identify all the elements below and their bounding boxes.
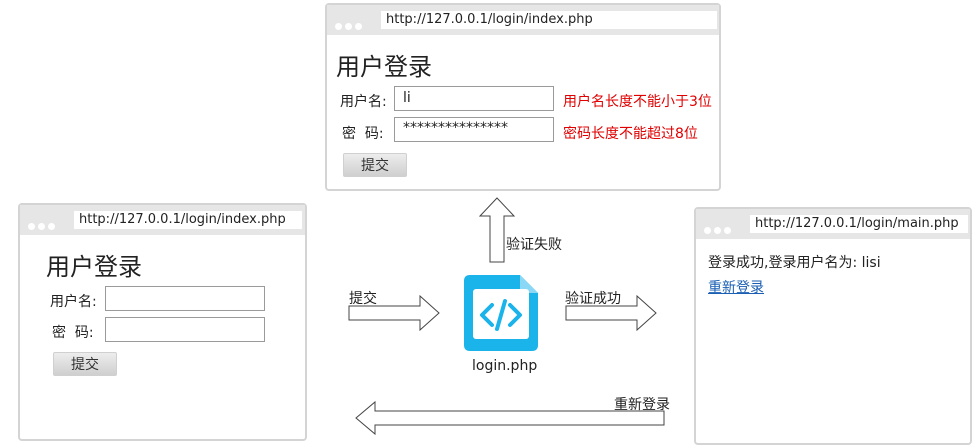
- browser-titlebar: http://127.0.0.1/login/index.php: [327, 5, 719, 35]
- fail-arrow-label: 验证失败: [506, 237, 562, 253]
- relogin-link[interactable]: 重新登录: [708, 280, 764, 296]
- username-label: 用户名:: [340, 94, 387, 110]
- window-controls-icon: [28, 215, 58, 234]
- password-label: 密 码:: [342, 126, 384, 142]
- submit-button[interactable]: 提交: [53, 352, 117, 376]
- address-bar[interactable]: http://127.0.0.1/login/main.php: [750, 215, 968, 233]
- code-file-icon: [464, 275, 538, 351]
- address-bar[interactable]: http://127.0.0.1/login/index.php: [381, 11, 717, 29]
- login-success-window: http://127.0.0.1/login/main.php 登录成功,登录用…: [694, 207, 972, 445]
- window-controls-icon: [335, 15, 365, 34]
- success-arrow-label: 验证成功: [565, 291, 621, 307]
- browser-titlebar: http://127.0.0.1/login/index.php: [20, 205, 305, 235]
- password-field[interactable]: ***************: [394, 117, 554, 142]
- submit-button[interactable]: 提交: [343, 153, 407, 177]
- submit-arrow-label: 提交: [349, 291, 377, 307]
- login-failed-window: http://127.0.0.1/login/index.php 用户登录 用户…: [325, 3, 721, 191]
- password-field[interactable]: [105, 317, 265, 342]
- page-title: 用户登录: [336, 53, 432, 81]
- login-form-window: http://127.0.0.1/login/index.php 用户登录 用户…: [18, 203, 307, 441]
- password-error: 密码长度不能超过8位: [563, 126, 698, 142]
- username-error: 用户名长度不能小于3位: [563, 94, 712, 110]
- password-label: 密 码:: [52, 325, 94, 341]
- address-bar[interactable]: http://127.0.0.1/login/index.php: [74, 211, 302, 229]
- browser-titlebar: http://127.0.0.1/login/main.php: [696, 209, 970, 239]
- username-field[interactable]: li: [394, 86, 554, 111]
- window-controls-icon: [704, 219, 734, 238]
- file-label: login.php: [472, 358, 538, 374]
- username-field[interactable]: [105, 286, 265, 311]
- username-label: 用户名:: [50, 294, 97, 310]
- relogin-arrow-label: 重新登录: [614, 397, 670, 413]
- page-title: 用户登录: [46, 253, 142, 281]
- success-message: 登录成功,登录用户名为: lisi: [708, 255, 881, 271]
